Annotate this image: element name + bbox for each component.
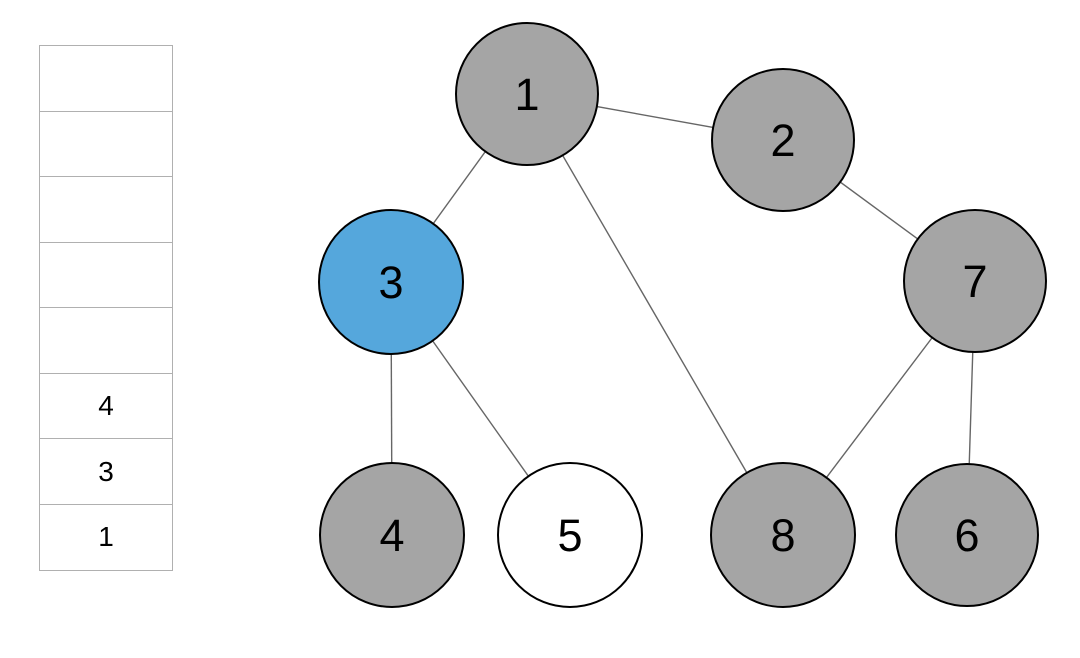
node-circle-3[interactable] <box>318 209 464 355</box>
stack-cell-1 <box>39 110 173 178</box>
node-label-2: 2 <box>770 115 795 166</box>
node-label-7: 7 <box>962 256 987 307</box>
stack-cell-5: 4 <box>39 372 173 440</box>
node-circle-2[interactable] <box>711 68 855 212</box>
graph-node-3[interactable]: 3 <box>318 209 464 355</box>
node-label-1: 1 <box>514 69 539 120</box>
edge-1-8 <box>526 93 784 536</box>
node-label-3: 3 <box>378 257 403 308</box>
graph-node-7[interactable]: 7 <box>903 209 1047 353</box>
node-circle-1[interactable] <box>455 22 599 166</box>
graph-node-1[interactable]: 1 <box>455 22 599 166</box>
stack-cell-7: 1 <box>39 503 173 571</box>
graph-node-6[interactable]: 6 <box>895 463 1039 607</box>
node-label-5: 5 <box>557 510 582 561</box>
node-circle-4[interactable] <box>319 462 465 608</box>
node-label-4: 4 <box>379 510 404 561</box>
node-circle-7[interactable] <box>903 209 1047 353</box>
node-label-8: 8 <box>770 510 795 561</box>
node-circle-8[interactable] <box>710 462 856 608</box>
graph-node-2[interactable]: 2 <box>711 68 855 212</box>
graph-node-5[interactable]: 5 <box>497 462 643 608</box>
node-circle-5[interactable] <box>497 462 643 608</box>
node-circle-6[interactable] <box>895 463 1039 607</box>
graph-node-4[interactable]: 4 <box>319 462 465 608</box>
stack-cell-3 <box>39 241 173 309</box>
node-label-6: 6 <box>954 510 979 561</box>
graph-node-8[interactable]: 8 <box>710 462 856 608</box>
stack-cell-4 <box>39 307 173 374</box>
stack-cell-0 <box>39 45 173 112</box>
stack-cell-6: 3 <box>39 438 173 505</box>
